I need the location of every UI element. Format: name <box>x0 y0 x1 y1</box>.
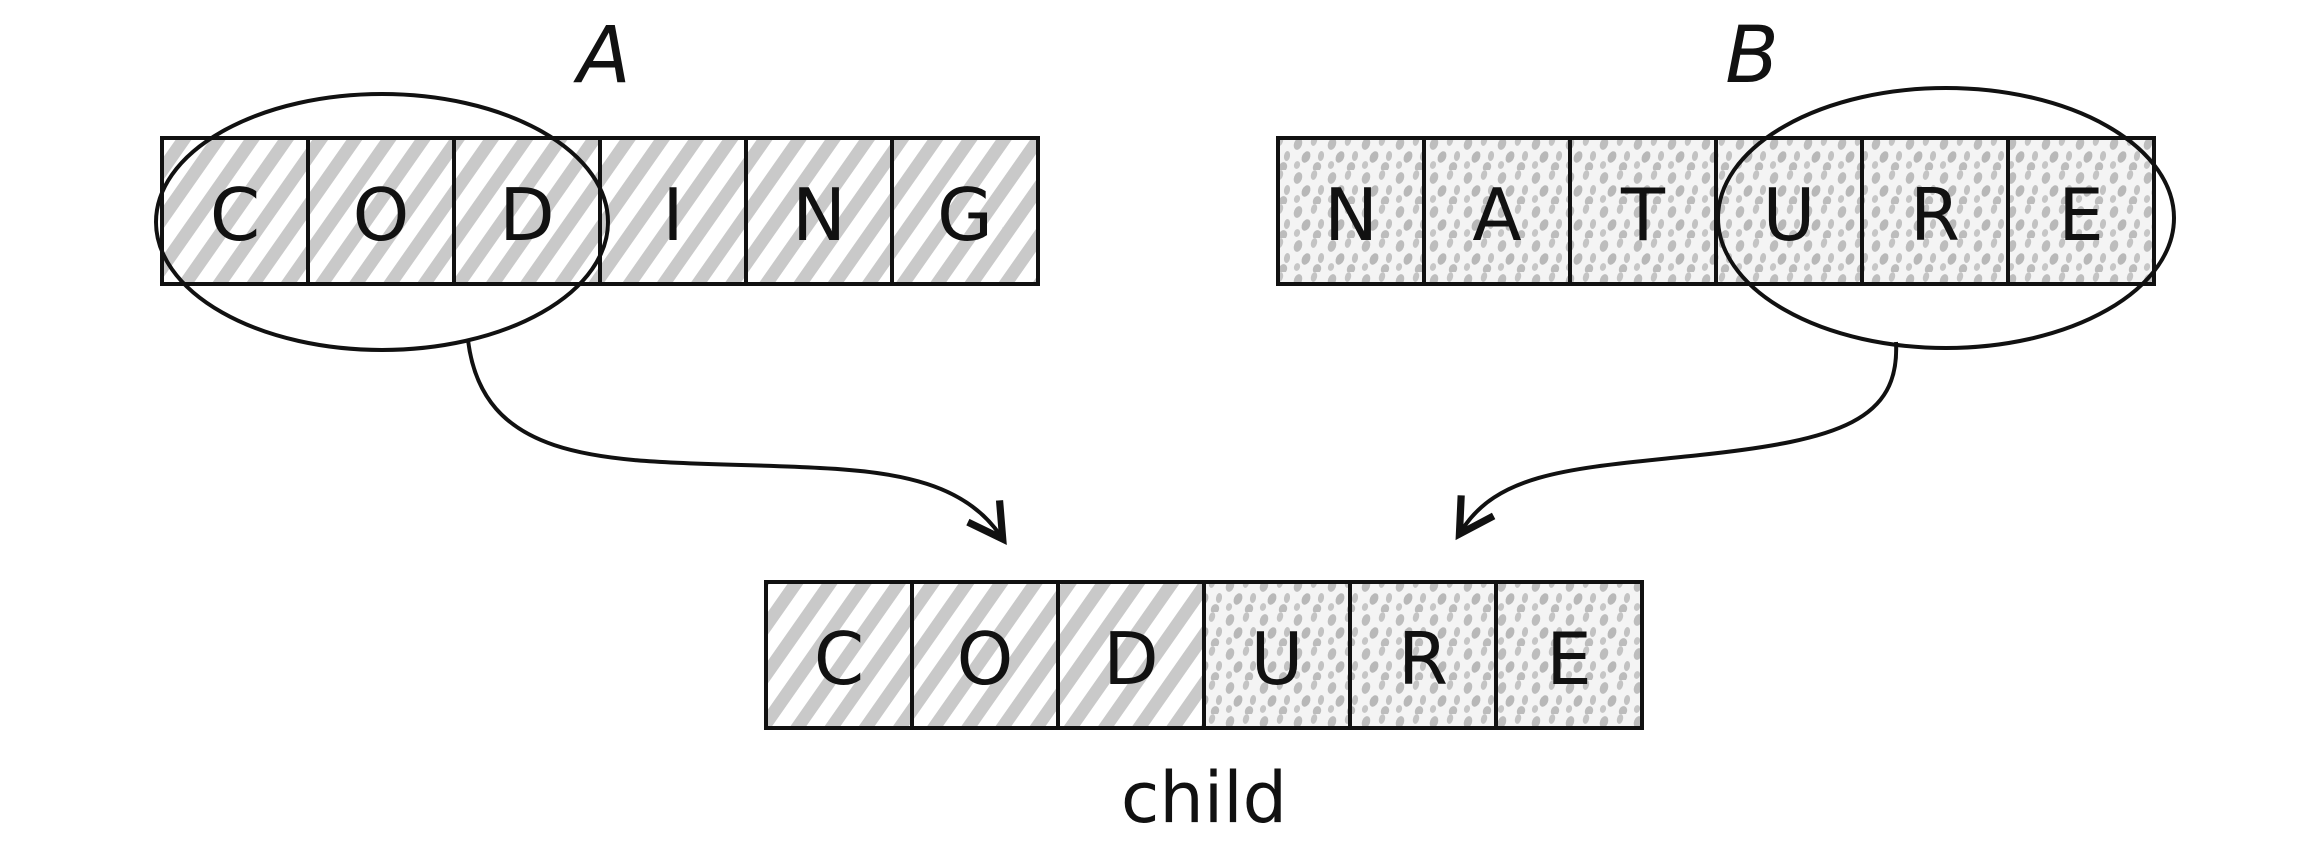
parent-a-cell-3 <box>452 136 602 286</box>
parent-b-letter-4: U <box>1763 173 1816 257</box>
parent-b-cell-1 <box>1276 136 1426 286</box>
child-cell-5 <box>1348 580 1498 730</box>
child-letter-6: E <box>1546 617 1592 701</box>
parent-b-label: B <box>1725 11 1779 101</box>
child-cell-2 <box>910 580 1060 730</box>
parent-a-cell-2 <box>306 136 456 286</box>
parent-a-letter-5: N <box>792 173 846 257</box>
arrow-a-to-child <box>466 339 1007 545</box>
child-letter-4: U <box>1251 617 1304 701</box>
child-cell-6 <box>1494 580 1644 730</box>
arrow-b-to-child <box>1455 341 1899 541</box>
parent-b-selection-ellipse <box>1716 86 2176 350</box>
child-label: child <box>1121 757 1287 839</box>
parent-a-letter-6: G <box>937 173 993 257</box>
parent-a-letter-4: I <box>662 173 683 257</box>
parent-b: B N A T U R E <box>1276 11 2176 350</box>
parent-a-letter-3: D <box>499 173 554 257</box>
parent-b-cell-3 <box>1568 136 1718 286</box>
parent-a-selection-ellipse <box>154 92 610 352</box>
child-letter-5: R <box>1398 617 1448 701</box>
parent-b-letter-1: N <box>1324 173 1378 257</box>
parent-b-cell-6 <box>2006 136 2156 286</box>
parent-b-letter-5: R <box>1910 173 1960 257</box>
parent-b-letter-3: T <box>1620 173 1666 257</box>
child: C O D U R E child <box>764 580 1644 839</box>
child-cell-3 <box>1056 580 1206 730</box>
parent-a-cell-1 <box>160 136 310 286</box>
parent-a: A C O D I N G <box>154 11 1040 352</box>
child-letter-1: C <box>814 617 864 701</box>
child-letter-2: O <box>957 617 1014 701</box>
parent-b-cell-5 <box>1860 136 2010 286</box>
parent-a-label: A <box>572 11 630 101</box>
parent-b-cell-2 <box>1422 136 1572 286</box>
parent-b-letter-2: A <box>1472 173 1521 257</box>
parent-b-letter-6: E <box>2058 173 2104 257</box>
child-letter-3: D <box>1103 617 1158 701</box>
parent-a-letter-2: O <box>353 173 410 257</box>
parent-a-cell-5 <box>744 136 894 286</box>
parent-a-cell-6 <box>890 136 1040 286</box>
parent-a-letter-1: C <box>210 173 260 257</box>
